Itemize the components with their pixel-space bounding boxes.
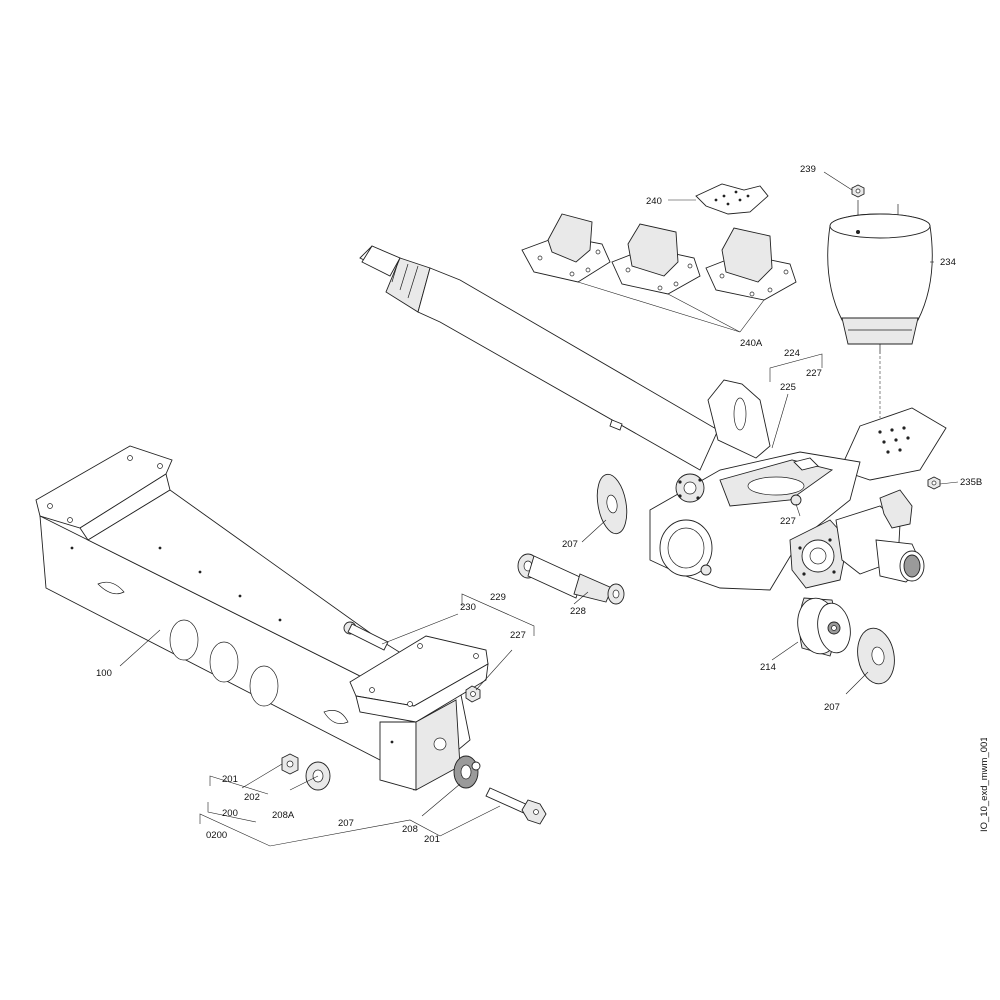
bracket-240A-middle <box>611 223 701 295</box>
label-235B: 235B <box>960 477 982 488</box>
label-200: 200 <box>222 808 238 819</box>
label-0200: 0200 <box>206 830 227 841</box>
label-201-top: 201 <box>222 774 238 785</box>
leader-lines <box>119 171 959 847</box>
drawing-id-vertical: IO_10_exd_mwm_001 <box>979 738 990 832</box>
trailing-arm <box>649 379 947 591</box>
shock-absorber-228 <box>517 553 625 605</box>
label-208A: 208A <box>272 810 295 821</box>
hub-and-brake <box>789 489 925 589</box>
label-201-bottom: 201 <box>424 834 440 845</box>
label-239: 239 <box>800 164 816 175</box>
label-225: 225 <box>780 382 796 393</box>
label-227-hanger: 227 <box>510 630 526 641</box>
label-240: 240 <box>646 196 662 207</box>
bolt-201 <box>485 787 547 825</box>
washer-207-upper <box>596 473 628 535</box>
bracket-240A-right <box>705 227 797 301</box>
label-207-lower: 207 <box>338 818 354 829</box>
part-labels: 239 240 234 240A 224 227 225 235B 227 20… <box>96 164 982 845</box>
label-207-right: 207 <box>824 702 840 713</box>
label-207-upper: 207 <box>562 539 578 550</box>
eccentric-washer-208 <box>453 755 481 789</box>
bracket-240 <box>695 183 769 215</box>
label-227-hub: 227 <box>780 516 796 527</box>
axle-tube <box>359 245 719 471</box>
hanger-frame-100 <box>35 445 489 791</box>
label-224: 224 <box>784 348 800 359</box>
label-214: 214 <box>760 662 776 673</box>
label-202: 202 <box>244 792 260 803</box>
label-229: 229 <box>490 592 506 603</box>
nut-202 <box>281 753 299 775</box>
label-100: 100 <box>96 668 112 679</box>
bushing-214 <box>797 597 851 657</box>
washer-207-right <box>857 627 895 685</box>
label-228: 228 <box>570 606 586 617</box>
label-240A: 240A <box>740 338 763 349</box>
label-208: 208 <box>402 824 418 835</box>
drawing-id-text: IO_10_exd_mwm_001 <box>979 738 990 832</box>
label-230: 230 <box>460 602 476 613</box>
air-spring-234 <box>827 200 933 354</box>
nut-235B <box>927 476 941 490</box>
nut-227-hanger <box>465 685 481 703</box>
label-227-arm: 227 <box>806 368 822 379</box>
nut-239 <box>851 184 865 198</box>
bracket-240A-left <box>521 213 611 283</box>
label-234: 234 <box>940 257 956 268</box>
bolt-230 <box>343 621 389 651</box>
